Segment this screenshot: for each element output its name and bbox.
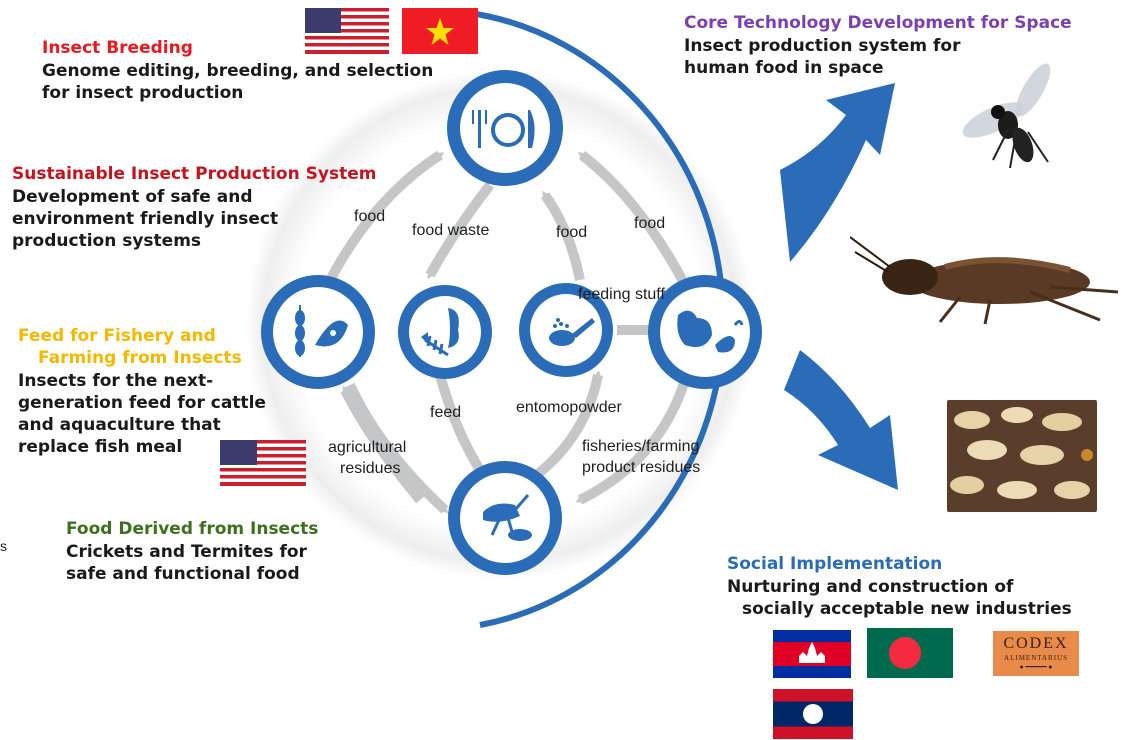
fly-photo: [962, 63, 1051, 169]
food-node: [447, 70, 563, 186]
waste-node: [398, 285, 492, 379]
cut-off-edge-text: s: [0, 538, 7, 554]
cricket-larva-icon: [483, 494, 532, 541]
laos-flag: [773, 689, 853, 739]
cambodia-flag: [773, 630, 851, 678]
label-fisheries-farming: fisheries/farming: [582, 438, 700, 455]
label-agricultural: agricultural: [328, 439, 407, 456]
insect-node: [448, 461, 562, 575]
feed-title-line1: Feed for Fishery and: [18, 326, 216, 346]
crops-node: [261, 275, 375, 389]
lower-big-arrow: [784, 350, 898, 490]
codex-logo-title: CODEX: [1003, 635, 1069, 652]
upper-big-arrow: [780, 83, 895, 262]
feed-title-line2: Farming from Insects: [38, 348, 242, 368]
powder-node: [519, 283, 613, 377]
plate-fork-knife-icon: [472, 110, 535, 148]
sustainable-title: Sustainable Insect Production System: [12, 164, 377, 184]
arrow-feed: [435, 373, 485, 475]
sustainable-line3: production systems: [12, 231, 202, 251]
livestock-node: [648, 275, 762, 389]
arrow-fisheries-residues: [575, 378, 690, 505]
arrow-food-right: [578, 151, 690, 288]
food-derived-line1: Crickets and Termites for: [66, 542, 307, 562]
core-tech-title: Core Technology Development for Space: [684, 13, 1072, 33]
label-product-residues: product residues: [582, 459, 701, 476]
label-food-waste: food waste: [412, 222, 490, 239]
label-residues: residues: [340, 460, 401, 477]
sustainable-line2: environment friendly insect: [12, 209, 279, 229]
vietnam-flag: [402, 8, 478, 54]
spoon-powder-icon: [549, 318, 595, 346]
feed-line3: and aquaculture that: [18, 415, 221, 435]
food-derived-line2: safe and functional food: [66, 564, 300, 584]
arrow-food-left: [320, 150, 445, 293]
social-line2: socially acceptable new industries: [742, 599, 1072, 619]
core-tech-line2: human food in space: [684, 58, 884, 78]
cricket-photo: [850, 236, 1119, 325]
sustainable-line1: Development of safe and: [12, 187, 253, 207]
insect-breeding-title: Insect Breeding: [42, 38, 193, 58]
label-feed: feed: [430, 404, 462, 421]
arrow-food-waste: [425, 181, 494, 280]
bangladesh-flag: [867, 628, 953, 678]
food-derived-title: Food Derived from Insects: [66, 519, 319, 539]
core-tech-line1: Insect production system for: [684, 36, 961, 56]
label-entomopowder: entomopowder: [516, 399, 622, 416]
social-title: Social Implementation: [727, 554, 943, 574]
label-food-mid: food: [556, 224, 588, 241]
social-line1: Nurturing and construction of: [727, 577, 1014, 597]
arrow-agri-down: [345, 382, 449, 514]
feed-line1: Insects for the next-: [18, 371, 214, 391]
feed-line2: generation feed for cattle: [18, 393, 266, 413]
wheat-beans-icon: [295, 305, 348, 357]
chicken-fish-icon: [677, 310, 744, 353]
insect-breeding-line2: for insect production: [42, 83, 244, 103]
feed-line4: replace fish meal: [18, 437, 183, 457]
codex-emblems: ● ━━━━━ ●: [1019, 663, 1053, 671]
apple-core-fishbone-icon: [421, 308, 459, 357]
arrow-food-mid: [540, 190, 585, 281]
usa-flag: [305, 8, 389, 54]
label-feeding-stuff: feeding stuff: [578, 286, 665, 303]
arrow-agri-up: [340, 385, 424, 504]
usa-flag-feed: [220, 440, 306, 486]
codex-logo: CODEX ALIMENTARIUS ● ━━━━━ ●: [993, 631, 1079, 676]
insect-breeding-line1: Genome editing, breeding, and selection: [42, 61, 434, 81]
termites-photo: [947, 400, 1097, 512]
label-food-left: food: [354, 208, 386, 225]
label-food-right: food: [634, 215, 666, 232]
codex-logo-subtitle: ALIMENTARIUS: [1004, 654, 1068, 662]
arrow-entomopowder: [527, 370, 603, 485]
